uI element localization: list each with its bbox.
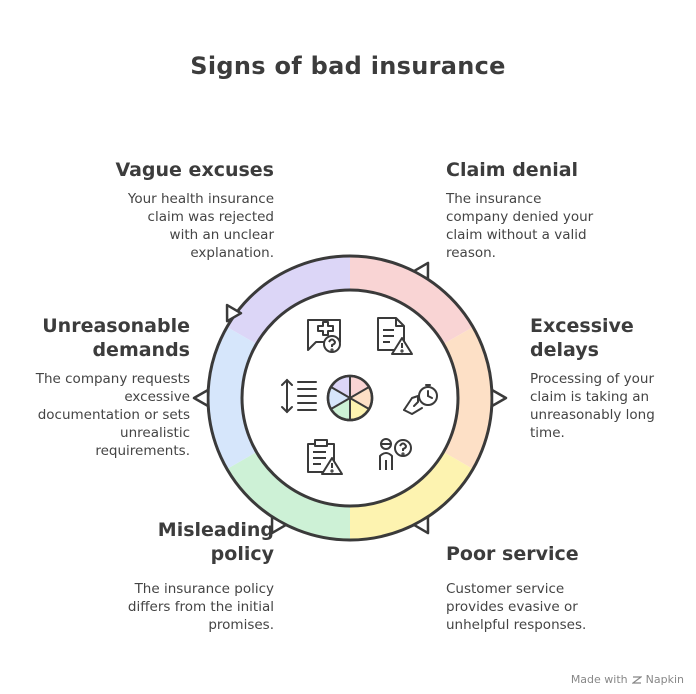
misleading-policy-heading: Misleading policy bbox=[128, 518, 274, 566]
desc-line: provides evasive or bbox=[446, 599, 578, 615]
vague-excuses-block: Vague excuses Your health insurance clai… bbox=[115, 158, 274, 262]
ring-arrows bbox=[192, 261, 508, 535]
arrow-bottom-left bbox=[270, 515, 288, 535]
person-question-icon bbox=[379, 438, 412, 470]
arrow-right bbox=[490, 388, 508, 408]
desc-line: The company requests bbox=[35, 371, 190, 387]
unreasonable-demands-block: Unreasonable demands The company request… bbox=[36, 314, 190, 460]
medical-question-icon bbox=[307, 319, 341, 353]
napkin-brand-label: Napkin bbox=[645, 673, 684, 686]
desc-line: documentation or sets bbox=[37, 407, 190, 423]
hand-stopwatch-icon bbox=[403, 384, 438, 415]
desc-line: Your health insurance bbox=[127, 191, 274, 207]
ring-segment-claim bbox=[350, 256, 473, 344]
desc-line: The insurance policy bbox=[134, 581, 274, 597]
misleading-policy-block: Misleading policy The insurance policy d… bbox=[128, 518, 274, 634]
desc-line: Customer service bbox=[446, 581, 565, 597]
document-warning-icon bbox=[377, 317, 413, 355]
vague-excuses-heading: Vague excuses bbox=[115, 159, 274, 181]
poor-service-block: Poor service Customer service provides e… bbox=[446, 542, 586, 634]
list-arrows-icon bbox=[281, 378, 317, 414]
desc-line: unreasonably long bbox=[530, 407, 655, 423]
desc-line: claim was rejected bbox=[147, 209, 274, 225]
desc-line: unrealistic bbox=[120, 425, 190, 441]
claim-denial-desc: The insurance company denied your claim … bbox=[446, 190, 593, 262]
pie-wedge-demands bbox=[329, 387, 350, 409]
excessive-delays-block: Excessive delays Processing of your clai… bbox=[530, 314, 655, 442]
page-title: Signs of bad insurance bbox=[190, 52, 506, 80]
desc-line: explanation. bbox=[190, 245, 274, 261]
made-with-label: Made with bbox=[570, 673, 628, 686]
vague-excuses-desc: Your health insurance claim was rejected… bbox=[115, 190, 274, 262]
desc-line: differs from the initial bbox=[127, 599, 274, 615]
poor-service-heading: Poor service bbox=[446, 543, 579, 565]
excessive-delays-heading: Excessive delays bbox=[530, 314, 655, 362]
desc-line: claim is taking an bbox=[530, 389, 650, 405]
desc-line: promises. bbox=[208, 617, 274, 633]
wheel-segments bbox=[208, 256, 492, 540]
heading-line: policy bbox=[210, 543, 274, 565]
desc-line: requirements. bbox=[95, 443, 190, 459]
misleading-policy-desc: The insurance policy differs from the in… bbox=[128, 580, 274, 634]
unreasonable-demands-heading: Unreasonable demands bbox=[36, 314, 190, 362]
ring-segment-policy bbox=[227, 452, 350, 540]
arrow-top-right bbox=[412, 261, 430, 281]
desc-line: unhelpful responses. bbox=[446, 617, 587, 633]
desc-line: time. bbox=[530, 425, 565, 441]
desc-line: with an unclear bbox=[169, 227, 274, 243]
poor-service-desc: Customer service provides evasive or unh… bbox=[446, 580, 586, 634]
ring-segment-delays bbox=[443, 327, 492, 469]
desc-line: claim without a valid bbox=[446, 227, 587, 243]
clipboard-warning-icon bbox=[307, 439, 343, 475]
claim-denial-heading: Claim denial bbox=[446, 159, 579, 181]
arrow-top-left bbox=[225, 303, 243, 323]
footer-branding: Made with Napkin bbox=[571, 673, 684, 686]
arrow-left bbox=[192, 388, 210, 408]
unreasonable-demands-desc: The company requests excessive documenta… bbox=[36, 370, 190, 460]
ring-segment-demands bbox=[208, 327, 257, 469]
heading-line: Excessive bbox=[530, 315, 634, 337]
heading-line: Unreasonable bbox=[42, 315, 190, 337]
heading-line: demands bbox=[92, 339, 190, 361]
heading-line: delays bbox=[530, 339, 599, 361]
center-pie-icon bbox=[326, 374, 374, 422]
claim-denial-block: Claim denial The insurance company denie… bbox=[446, 158, 593, 262]
desc-line: company denied your bbox=[446, 209, 594, 225]
pie-wedge-delays bbox=[350, 387, 371, 409]
insurance-wheel bbox=[192, 254, 508, 542]
heading-line: Misleading bbox=[157, 519, 274, 541]
desc-line: reason. bbox=[446, 245, 496, 261]
desc-line: The insurance bbox=[446, 191, 542, 207]
ring-segment-service bbox=[350, 452, 473, 540]
desc-line: excessive bbox=[124, 389, 190, 405]
ring-segment-vague bbox=[227, 256, 350, 344]
arrow-bottom-right bbox=[412, 515, 430, 535]
excessive-delays-desc: Processing of your claim is taking an un… bbox=[530, 370, 655, 442]
napkin-logo-icon bbox=[631, 675, 642, 684]
desc-line: Processing of your bbox=[530, 371, 655, 387]
